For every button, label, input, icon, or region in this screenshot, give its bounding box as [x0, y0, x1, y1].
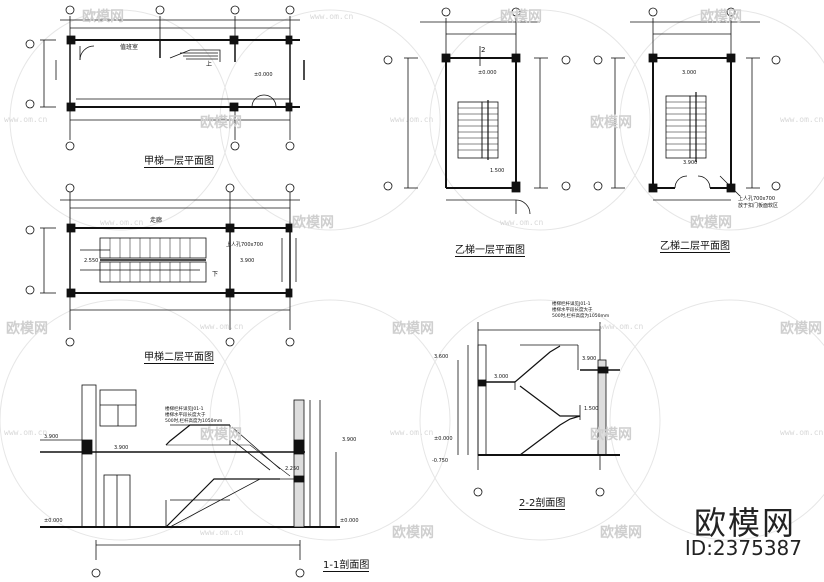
plan-a-floor1 [25, 5, 305, 151]
railing-note-s2-2: 楼梯水平段长度大于 [552, 306, 593, 313]
title-section-2-2: 2-2剖面图 [519, 494, 566, 510]
elev-s2-m0750: -0.750 [432, 458, 448, 464]
elev-b2-3900: 3.900 [683, 160, 697, 166]
watermark-url: www.om.cn [4, 428, 48, 437]
watermark-url: www.om.cn [100, 218, 144, 227]
watermark-url: www.om.cn [310, 12, 354, 21]
watermark-brand: 欧模网 [590, 427, 632, 443]
label-corridor: 走廊 [150, 216, 162, 224]
label-hatch-a2: 上人孔700x700 [226, 241, 263, 248]
watermark-url: www.om.cn [780, 115, 824, 124]
watermark-brand: 欧模网 [500, 9, 542, 25]
title-plan-b-floor2: 乙梯二层平面图 [660, 237, 730, 253]
elev-b1-1500: 1.500 [490, 168, 504, 174]
elev-s2-1500: 1.500 [584, 406, 598, 412]
elev-s1-3900-left: 3.900 [44, 434, 58, 440]
elev-b1-0: ±0.000 [478, 70, 497, 76]
elev-s1-0-right: ±0.000 [340, 518, 359, 524]
section-2-2 [457, 322, 620, 497]
railing-note-3: 500时,栏杆高度为1050mm [165, 417, 222, 424]
watermark-brand: 欧模网 [82, 9, 124, 25]
railing-note-1: 楼梯栏杆详见J01-1 [165, 405, 204, 412]
elev-s2-3900: 3.900 [582, 356, 596, 362]
section-1-1 [40, 384, 340, 578]
railing-note-s2-3: 500时,栏杆高度为1050mm [552, 312, 609, 319]
watermark-brand: 欧模网 [392, 321, 434, 337]
plan-a-floor2 [25, 183, 300, 347]
watermark-url: www.om.cn [200, 322, 244, 331]
plan-b-floor2 [593, 7, 781, 201]
title-plan-a-floor2: 甲梯二层平面图 [144, 348, 214, 364]
watermark-brand: 欧模网 [700, 9, 742, 25]
watermark-brand: 欧模网 [292, 215, 334, 231]
watermark-url: www.om.cn [390, 428, 434, 437]
label-hatch-b2: 上人孔700x700 [738, 195, 775, 202]
title-section-1-1: 1-1剖面图 [323, 556, 370, 572]
watermark-brand: 欧模网 [590, 115, 632, 131]
elev-s1-2250: 2.250 [285, 466, 299, 472]
watermark-url: www.om.cn [200, 528, 244, 537]
watermark-url: www.om.cn [780, 428, 824, 437]
railing-note-s2-1: 楼梯栏杆详见J01-1 [552, 300, 591, 307]
elev-b2-3000: 3.000 [682, 70, 696, 76]
watermark-url: www.om.cn [500, 218, 544, 227]
watermark-brand: 欧模网 [392, 525, 434, 541]
elev-s2-0: ±0.000 [434, 436, 453, 442]
elev-s1-3900-right: 3.900 [342, 437, 356, 443]
label-hatch-note: 放于扣门板面软区 [738, 202, 778, 209]
watermark-brand: 欧模网 [200, 115, 242, 131]
watermark-brand: 欧模网 [780, 321, 822, 337]
elev-s2-2000: 3.000 [494, 374, 508, 380]
plan-b-floor1 [383, 7, 571, 215]
axis-b1-2: 2 [481, 46, 485, 54]
elev-s2-3600: 3.600 [434, 354, 448, 360]
watermark-url: www.om.cn [600, 322, 644, 331]
watermark-brand: 欧模网 [200, 427, 242, 443]
brand-logo-text: 欧模网 [693, 504, 796, 542]
elev-a2-2550: 2.550 [84, 258, 98, 264]
watermark-circles [0, 9, 824, 541]
title-plan-b-floor1: 乙梯一层平面图 [455, 241, 525, 257]
elev-s1-3900-mid: 3.900 [114, 445, 128, 451]
watermark-url: www.om.cn [4, 115, 48, 124]
label-up-a1: 上 [206, 60, 212, 68]
brand-id: ID:2375387 [684, 536, 802, 560]
railing-note-2: 楼梯水平段长度大于 [165, 411, 206, 418]
elev-a1-0: ±0.000 [254, 72, 273, 78]
watermark-brand: 欧模网 [6, 321, 48, 337]
watermark-url: www.om.cn [390, 115, 434, 124]
label-duty-room: 值班室 [120, 43, 138, 51]
elev-s1-0-left: ±0.000 [44, 518, 63, 524]
title-plan-a-floor1: 甲梯一层平面图 [144, 152, 214, 168]
watermark-brand: 欧模网 [690, 215, 732, 231]
label-down-a2: 下 [212, 271, 218, 278]
elev-a2-3900: 3.900 [240, 258, 254, 264]
watermark-brand: 欧模网 [600, 525, 642, 541]
